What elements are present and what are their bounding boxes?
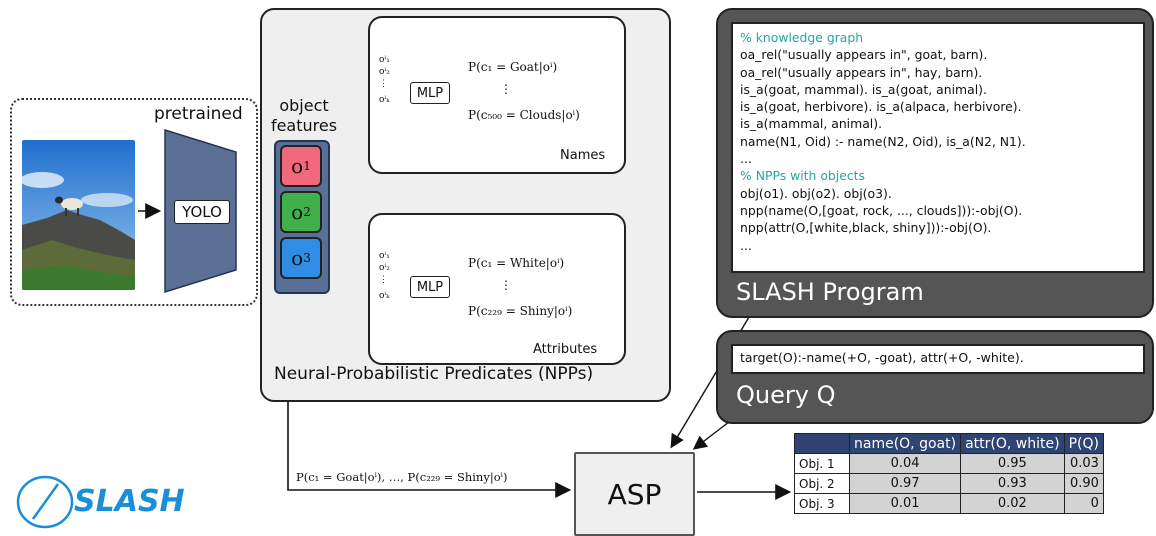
features-label: object features	[268, 96, 340, 136]
asp-box: ASP	[574, 452, 695, 536]
table-header-row: name(O, goat)attr(O, white)P(Q)	[794, 433, 1104, 454]
slash-logo-text: SLASH	[74, 484, 185, 519]
program-code-line: is_a(mammal, animal).	[740, 116, 883, 132]
slash-logo-circle	[16, 475, 74, 529]
attr-prob-bottom: P(c₂₂₉ = Shiny|oⁱ)	[468, 304, 573, 318]
table-cell: 0.93	[960, 473, 1065, 494]
program-code-line: oa_rel("usually appears in", goat, barn)…	[740, 47, 988, 63]
table-cell: 0.03	[1063, 453, 1104, 474]
names-mlp-label: MLP	[410, 82, 450, 104]
program-code-line: ...	[740, 151, 752, 167]
features-label-line1: object	[279, 96, 329, 115]
asp-input-label: P(c₁ = Goat|oⁱ), …, P(c₂₂₉ = Shiny|oⁱ)	[296, 470, 508, 484]
table-cell: 0	[1063, 493, 1104, 514]
program-code-line: is_a(goat, mammal). is_a(goat, animal).	[740, 81, 987, 97]
table-cell: 0.95	[960, 453, 1065, 474]
query-title: Query Q	[736, 381, 836, 409]
program-comment-line: % knowledge graph	[740, 30, 864, 45]
names-prob-dots: ⋮	[500, 82, 512, 96]
table-cell: 0.01	[848, 493, 962, 514]
table-header-cell: name(O, goat)	[848, 433, 962, 454]
table-row-label: Obj. 1	[794, 453, 850, 474]
attr-mlp-label: MLP	[410, 276, 450, 298]
table-header-cell	[794, 433, 850, 454]
program-code-line: oa_rel("usually appears in", hay, barn).	[740, 64, 983, 80]
table-row-label: Obj. 2	[794, 473, 850, 494]
program-comment-line: % NPPs with objects	[740, 168, 865, 184]
table-header-cell: attr(O, white)	[960, 433, 1065, 454]
program-code-line: is_a(goat, herbivore). is_a(alpaca, herb…	[740, 99, 1022, 115]
program-title: SLASH Program	[736, 278, 924, 306]
program-code: % knowledge graph oa_rel("usually appears…	[740, 29, 1026, 254]
input-frame	[10, 98, 258, 306]
program-code-line: npp(name(O,[goat, rock, ..., clouds])):-…	[740, 202, 1023, 218]
names-title: Names	[560, 148, 606, 163]
program-code-line: name(N1, Oid) :- name(N2, Oid), is_a(N2,…	[740, 133, 1026, 149]
query-box	[731, 344, 1145, 374]
yolo-label: YOLO	[174, 200, 230, 224]
table-row-label: Obj. 3	[794, 493, 850, 514]
pretrained-label: pretrained	[154, 104, 243, 124]
program-code-box	[731, 22, 1145, 273]
program-code-line: ...	[740, 237, 752, 253]
names-prob-top: P(c₁ = Goat|oⁱ)	[468, 60, 558, 74]
attr-prob-dots: ⋮	[500, 278, 512, 292]
table-header-cell: P(Q)	[1063, 433, 1104, 454]
features-label-line2: features	[270, 116, 338, 135]
program-code-line: obj(o1). obj(o2). obj(o3).	[740, 185, 892, 201]
query-text: target(O):-name(+O, -goat), attr(+O, -wh…	[740, 350, 1024, 365]
attributes-title: Attributes	[533, 342, 598, 357]
names-prob-bottom: P(c₅₀₀ = Clouds|oⁱ)	[468, 108, 580, 122]
program-code-line: npp(attr(O,[white,black, shiny])):-obj(O…	[740, 220, 992, 236]
table-cell: 0.02	[960, 493, 1065, 514]
table-cell: 0.97	[848, 473, 962, 494]
table-cell: 0.04	[848, 453, 962, 474]
attr-prob-top: P(c₁ = White|oⁱ)	[468, 256, 565, 270]
goat-image	[22, 140, 135, 290]
npp-panel-title: Neural-Probabilistic Predicates (NPPs)	[274, 364, 594, 384]
slash-logo-stroke	[31, 483, 60, 520]
table-cell: 0.90	[1063, 473, 1104, 494]
npp-to-asp-arrow	[287, 400, 572, 498]
